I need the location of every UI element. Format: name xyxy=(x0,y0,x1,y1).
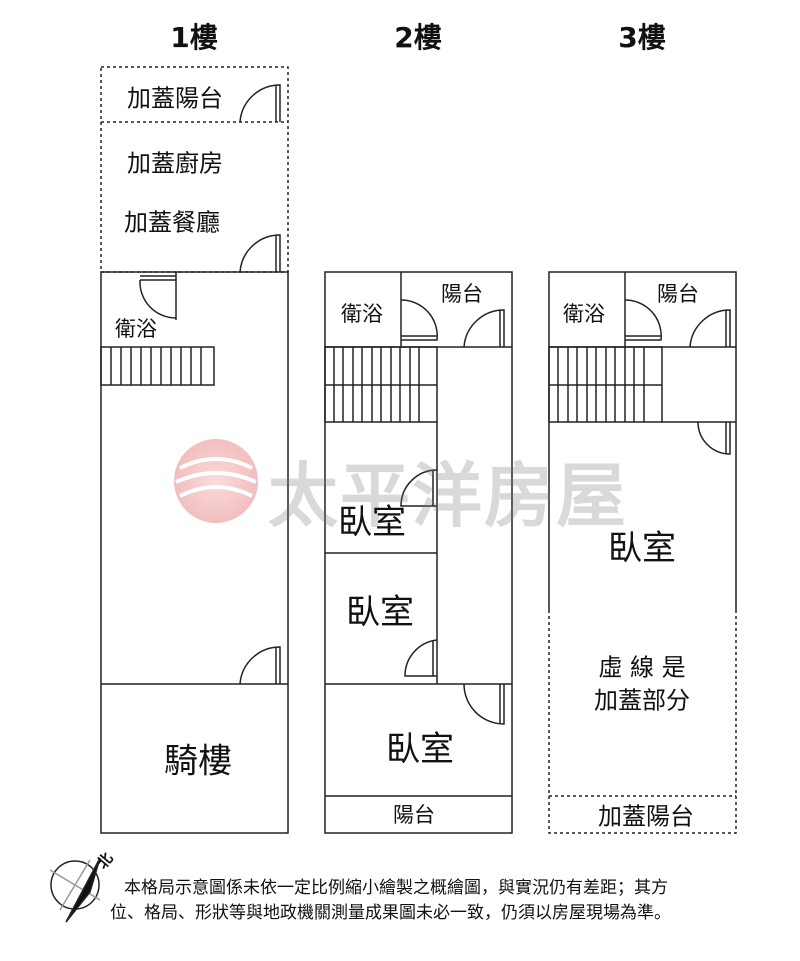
watermark-text: 太平洋房屋 xyxy=(268,454,628,537)
room-label: 衛浴 xyxy=(341,302,383,326)
room-label: 臥室 xyxy=(346,592,414,633)
floor-2-plan xyxy=(324,271,513,834)
room-label: 加蓋餐廳 xyxy=(124,208,220,237)
room-label: 陽台 xyxy=(393,803,435,827)
watermark-logo xyxy=(174,439,258,523)
room-label: 加蓋陽台 xyxy=(598,802,694,831)
note-label: 加蓋部分 xyxy=(594,686,690,715)
note-label: 虛 線 是 xyxy=(598,653,686,682)
compass-icon xyxy=(49,857,101,923)
floor-3-title: 3樓 xyxy=(618,21,666,54)
floor-3-plan xyxy=(548,271,737,834)
stairs-3 xyxy=(557,347,645,422)
room-label: 衛浴 xyxy=(115,317,157,341)
floor-2-title: 2樓 xyxy=(394,21,442,54)
room-label: 加蓋廚房 xyxy=(127,149,223,178)
room-label: 陽台 xyxy=(441,282,483,306)
stairs-2 xyxy=(333,347,420,422)
room-label: 臥室 xyxy=(386,729,454,770)
disclaimer-line: 位、格局、形狀等與地政機關測量成果圖未必一致，仍須以房屋現場為準。 xyxy=(110,903,671,923)
disclaimer: 本格局示意圖係未依一定比例縮小繪製之概繪圖，與實況仍有差距；其方 位、格局、形狀… xyxy=(110,876,671,926)
floor-1-title: 1樓 xyxy=(170,21,218,54)
room-label: 騎樓 xyxy=(164,741,232,782)
room-label: 陽台 xyxy=(657,282,699,306)
room-label: 衛浴 xyxy=(563,302,605,326)
room-label: 加蓋陽台 xyxy=(127,84,223,113)
room-label: 臥室 xyxy=(608,528,676,569)
disclaimer-line: 本格局示意圖係未依一定比例縮小繪製之概繪圖，與實況仍有差距；其方 xyxy=(124,878,668,898)
room-label: 臥室 xyxy=(338,502,406,543)
floor-1-plan xyxy=(100,66,289,834)
stairs-1 xyxy=(110,347,202,385)
